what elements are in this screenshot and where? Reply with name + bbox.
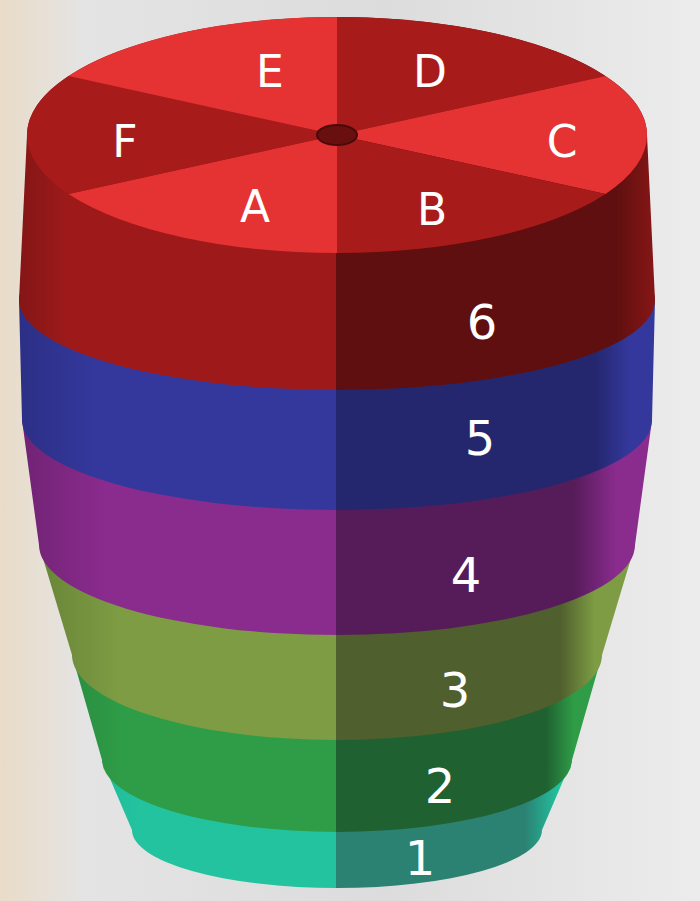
sector-label: B bbox=[417, 188, 447, 232]
layer-number: 3 bbox=[440, 666, 471, 714]
layer-number: 2 bbox=[425, 762, 456, 810]
sector-label: E bbox=[256, 50, 284, 94]
sector-label: F bbox=[112, 120, 137, 164]
layer-number: 6 bbox=[467, 298, 498, 346]
sector-label: D bbox=[413, 50, 447, 94]
layer-band bbox=[19, 17, 655, 390]
sector-label: C bbox=[547, 120, 578, 164]
layer-number: 4 bbox=[451, 551, 482, 599]
layer-number: 5 bbox=[465, 414, 496, 462]
center-hole bbox=[317, 125, 357, 145]
layer-number: 1 bbox=[405, 834, 436, 882]
top-sector bbox=[69, 17, 338, 135]
sector-label: A bbox=[240, 185, 270, 229]
